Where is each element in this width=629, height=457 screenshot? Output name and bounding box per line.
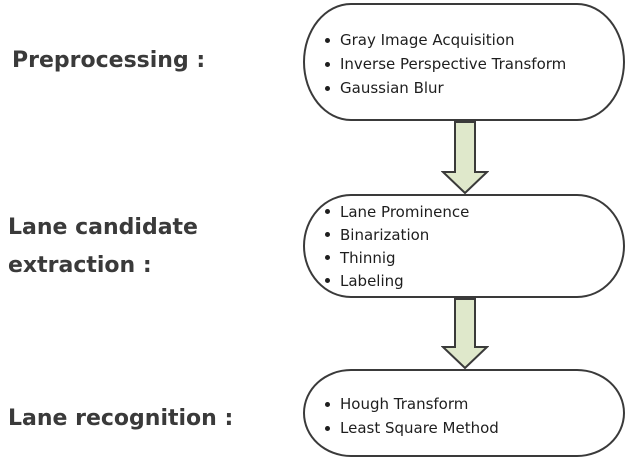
step-text: Hough Transform: [340, 395, 469, 413]
stage-label-line: Lane recognition :: [8, 406, 234, 431]
step-text: Thinnig: [340, 248, 396, 267]
stage-label-lane-recognition: Lane recognition :: [8, 400, 233, 438]
bullet-icon: [325, 209, 330, 214]
bullet-icon: [325, 425, 330, 431]
bullet-icon: [325, 401, 330, 407]
stage-label-line: Preprocessing :: [12, 48, 206, 73]
list-item: Lane Prominence: [325, 200, 469, 223]
stage-label-line: Lane candidate: [8, 215, 198, 240]
step-text: Gaussian Blur: [340, 79, 444, 97]
stage-box-preprocessing: [303, 3, 625, 121]
bullet-icon: [325, 255, 330, 260]
bullet-icon: [325, 85, 330, 91]
bullet-icon: [325, 278, 330, 283]
step-text: Inverse Perspective Transform: [340, 55, 567, 73]
list-item: Gaussian Blur: [325, 76, 566, 100]
bullet-icon: [325, 232, 330, 237]
list-item: Thinnig: [325, 246, 469, 269]
preprocessing-step-list: Gray Image Acquisition Inverse Perspecti…: [325, 28, 566, 100]
stage-label-preprocessing: Preprocessing :: [12, 42, 205, 80]
step-text: Binarization: [340, 225, 430, 244]
step-text: Labeling: [340, 271, 404, 290]
list-item: Hough Transform: [325, 392, 499, 416]
flow-arrow-down-icon: [441, 298, 489, 370]
step-text: Least Square Method: [340, 419, 499, 437]
stage-label-lane-candidate-extraction: Lane candidate extraction :: [8, 209, 198, 285]
stage-box-lane-recognition: [303, 369, 625, 457]
step-text: Gray Image Acquisition: [340, 31, 515, 49]
bullet-icon: [325, 37, 330, 43]
list-item: Binarization: [325, 223, 469, 246]
list-item: Gray Image Acquisition: [325, 28, 566, 52]
list-item: Least Square Method: [325, 416, 499, 440]
step-text: Lane Prominence: [340, 202, 470, 221]
flow-arrow-down-icon: [441, 121, 489, 195]
stage-label-line: extraction :: [8, 253, 152, 278]
list-item: Labeling: [325, 269, 469, 292]
bullet-icon: [325, 61, 330, 67]
arrow-shape: [441, 121, 489, 195]
list-item: Inverse Perspective Transform: [325, 52, 566, 76]
stage-box-lane-candidate-extraction: [303, 194, 625, 298]
lane-recognition-step-list: Hough Transform Least Square Method: [325, 392, 499, 440]
lane-candidate-step-list: Lane Prominence Binarization Thinnig Lab…: [325, 200, 469, 292]
arrow-shape: [441, 298, 489, 370]
